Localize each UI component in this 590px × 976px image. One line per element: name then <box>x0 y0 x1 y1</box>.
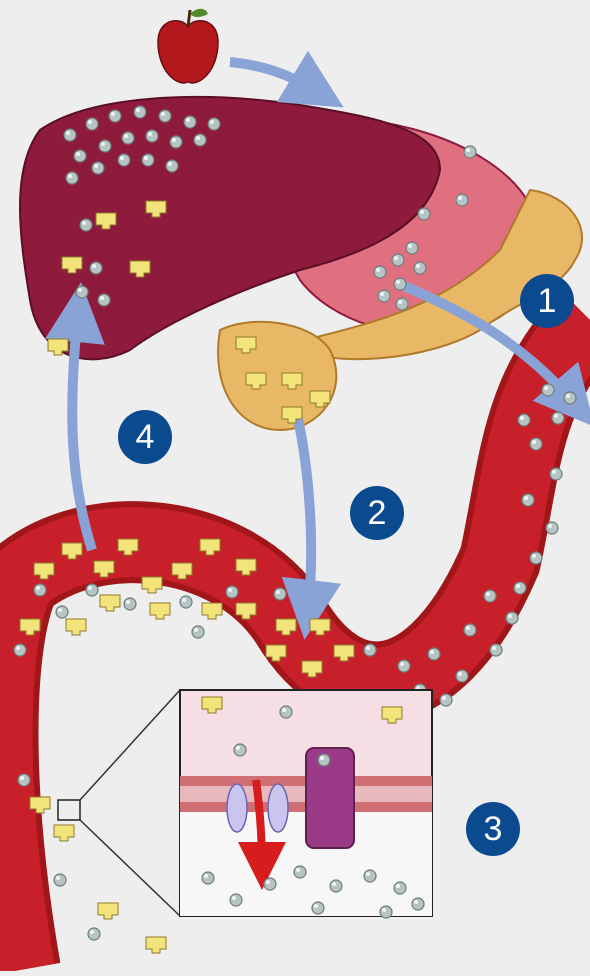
cell-membrane-inset <box>180 690 432 918</box>
step-badge-1: 1 <box>520 274 574 328</box>
step-number: 4 <box>136 418 155 457</box>
arrow-apple-to-stomach <box>230 62 318 92</box>
step-badge-3: 3 <box>466 802 520 856</box>
step-number: 1 <box>538 282 557 321</box>
insulin-receptor-icon <box>306 748 354 848</box>
zoom-source-box <box>58 800 80 820</box>
step-badge-2: 2 <box>350 486 404 540</box>
step-number: 2 <box>368 494 387 533</box>
step-number: 3 <box>484 810 503 849</box>
apple-icon <box>158 9 218 83</box>
glucose-transporter-icon <box>227 784 247 832</box>
step-badge-4: 4 <box>118 410 172 464</box>
zoom-callout-lines <box>80 690 180 916</box>
